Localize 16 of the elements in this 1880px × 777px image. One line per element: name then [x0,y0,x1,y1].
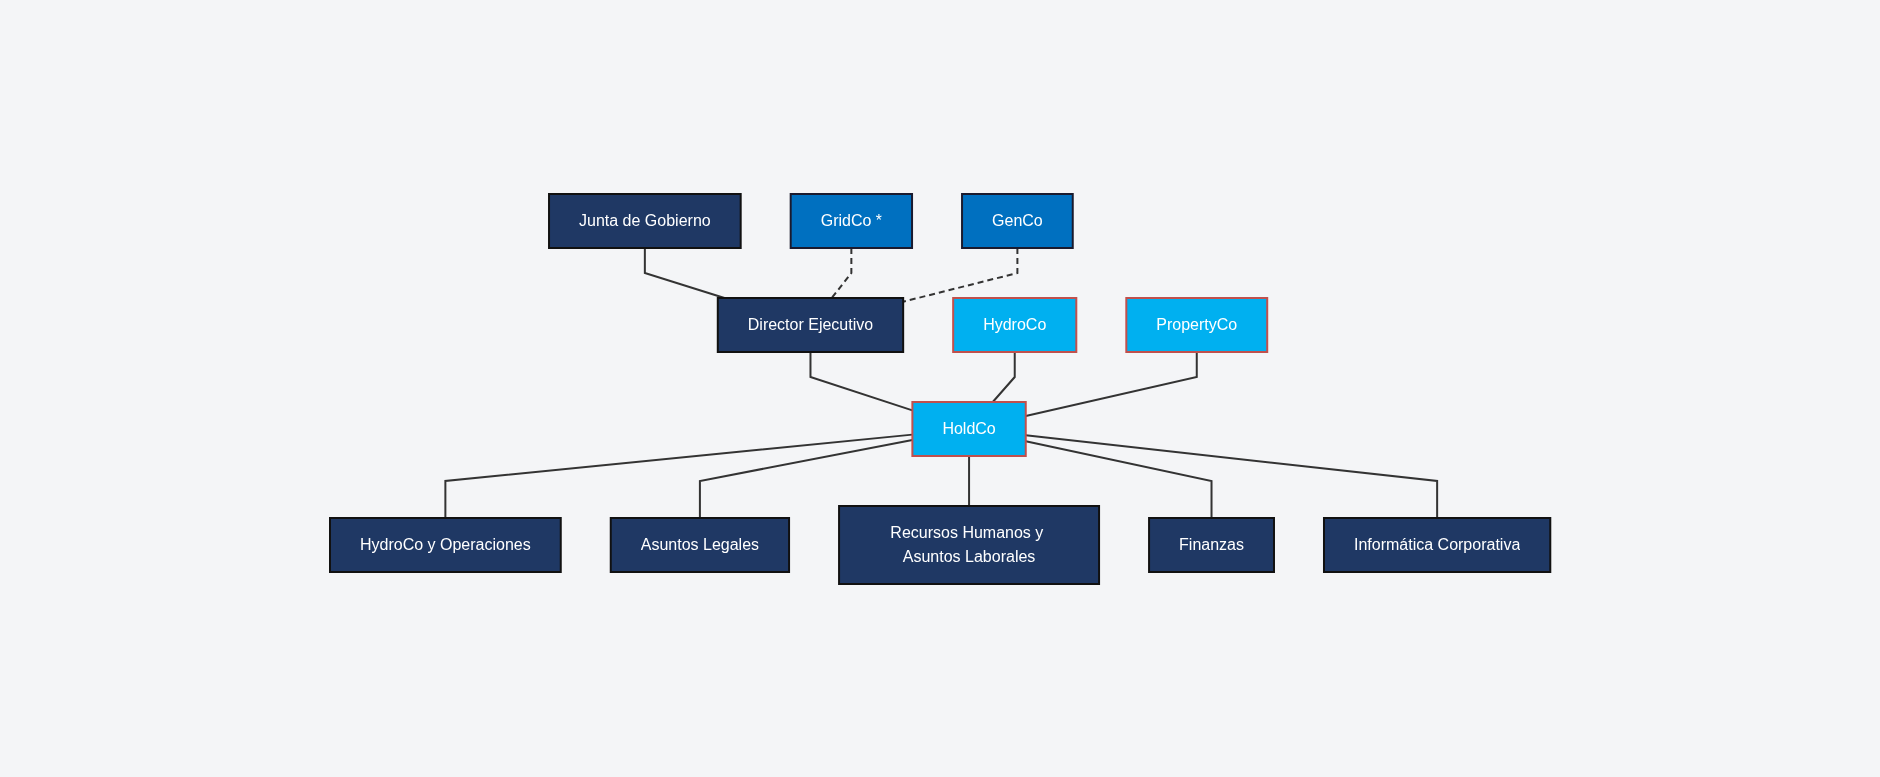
connector [902,246,1019,303]
node-box: Informática Corporativa [1322,516,1552,573]
node-box: Director Ejecutivo [716,296,904,353]
connector [967,454,970,507]
node-box: Finanzas [1147,516,1275,573]
node-box: Asuntos Legales [609,516,790,573]
node-box: HydroCo [952,296,1078,353]
connector [991,350,1016,403]
node-box: HoldCo [911,400,1027,457]
node-box: Recursos Humanos y Asuntos Laborales [837,504,1100,585]
node-box: Junta de Gobierno [547,192,742,249]
node-box: HydroCo y Operaciones [328,516,562,573]
node-box: GridCo * [789,192,913,249]
connector [830,246,853,299]
node-box: GenCo [960,192,1074,249]
node-box: PropertyCo [1125,296,1269,353]
